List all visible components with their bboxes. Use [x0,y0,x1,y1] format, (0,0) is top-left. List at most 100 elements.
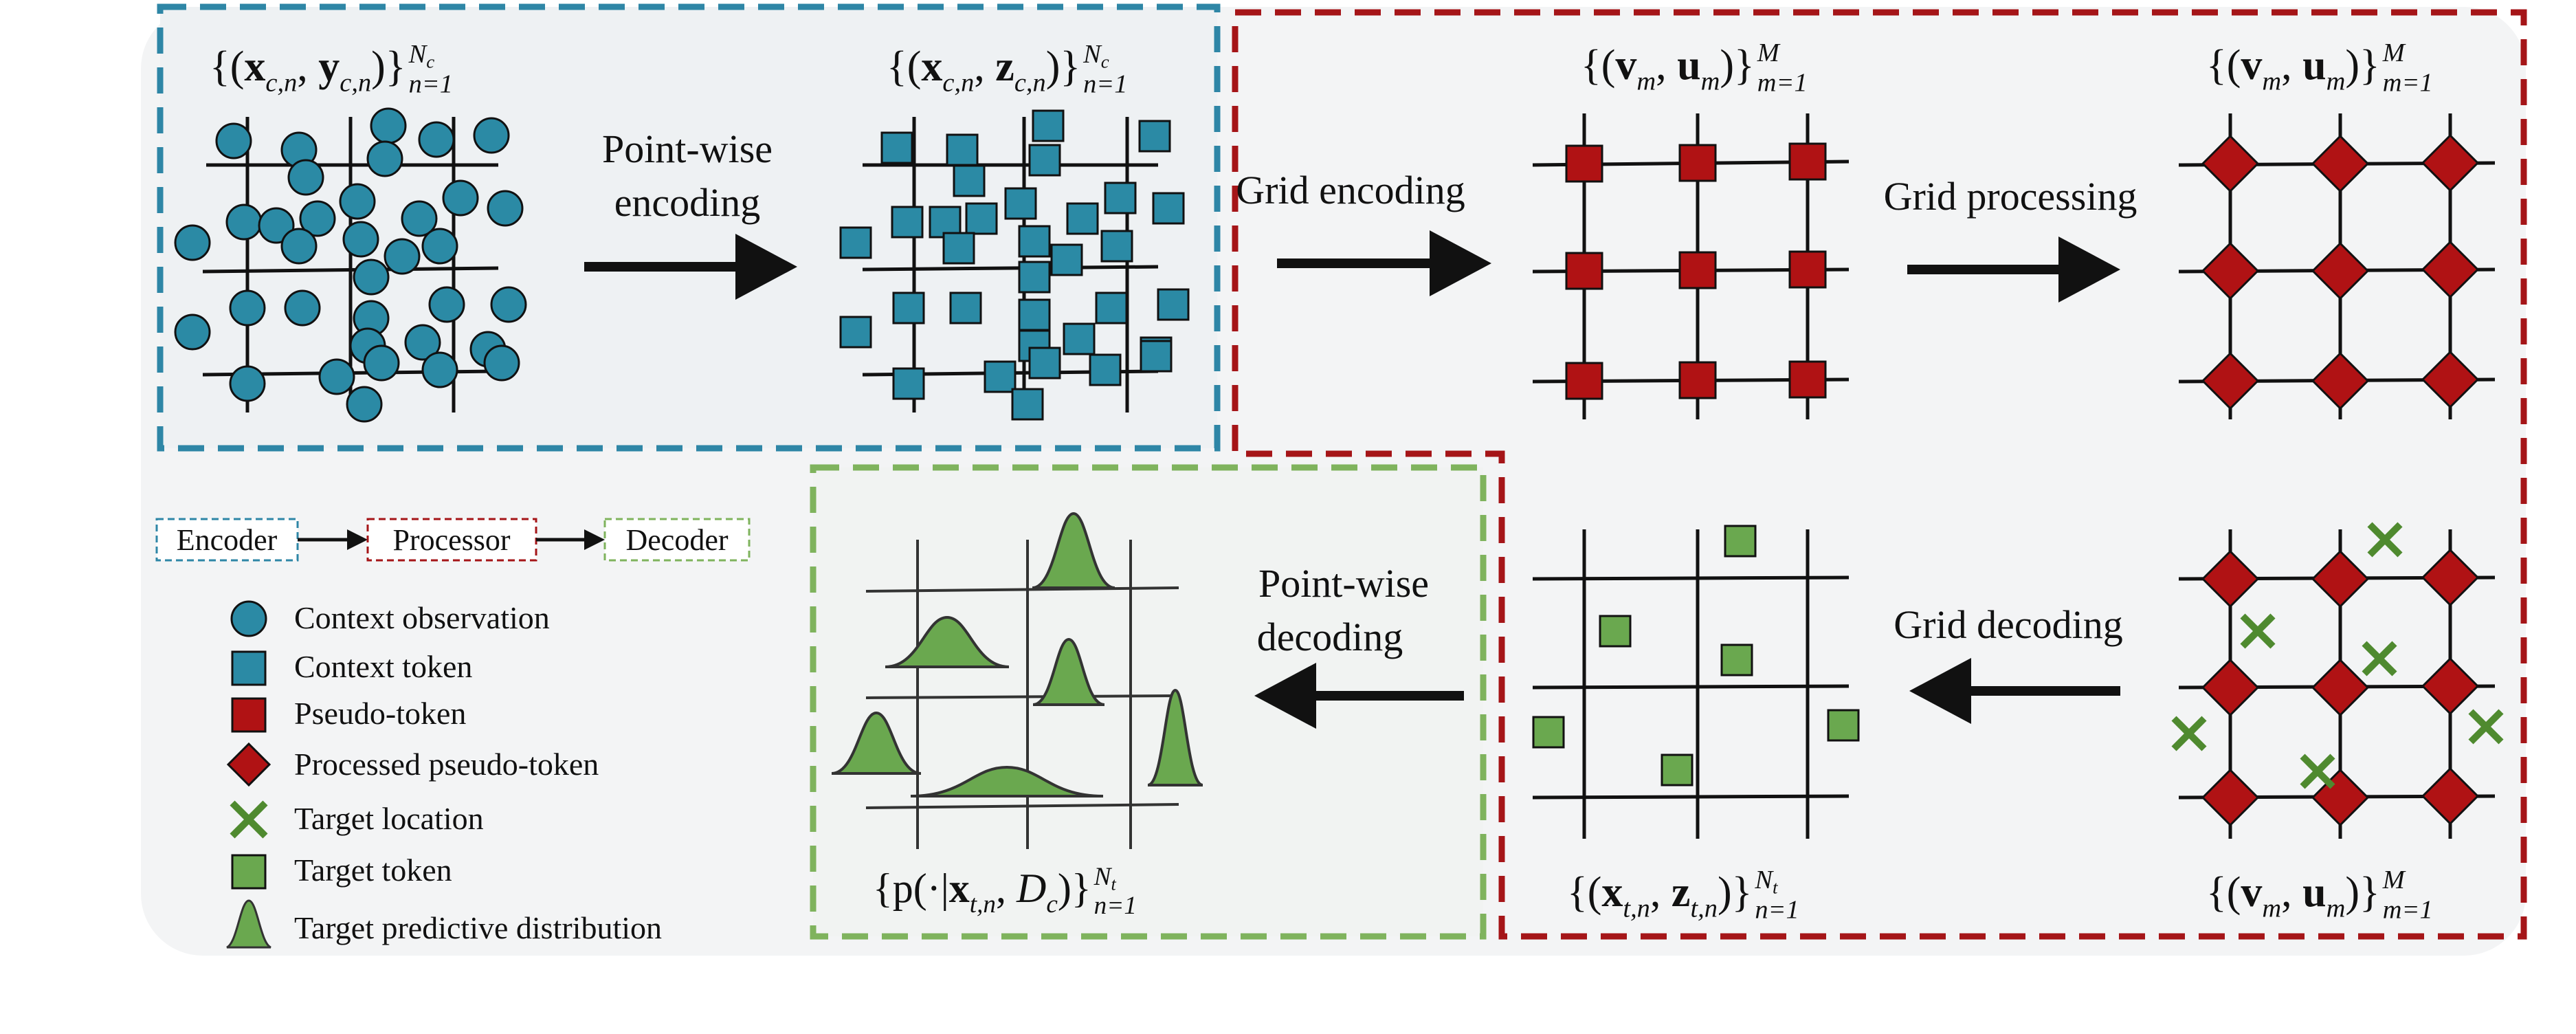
context-observation-point [404,324,441,361]
svg-text:M: M [2382,38,2406,67]
target-location-point [2468,709,2504,745]
red-square-icon [231,697,267,733]
context-token-point [1140,340,1173,373]
context-token-point [892,367,925,400]
decoder-box [810,464,1487,940]
context-token-point [942,232,975,265]
context-token-point [1004,187,1037,220]
svg-text:n=1: n=1 [409,69,453,98]
processed-pseudo-token-point [2201,134,2260,193]
context-observation-point [174,224,211,261]
context-observation-point [421,351,458,388]
processed-pseudo-token-points-bottom [2201,548,2480,827]
legend-label-5: Target token [294,852,452,888]
grid-processing-arrow [1907,236,2120,302]
context-token-points [839,109,1190,421]
context-token-point [1018,298,1051,331]
context-observation-point [342,221,379,258]
context-observation-point [318,358,355,395]
target-token-grid [1532,529,1850,839]
context-token-point [1152,192,1185,225]
pseudo-token-point [1788,250,1827,289]
svg-text:m=1: m=1 [2383,895,2433,924]
legend-label-0: Context observation [294,600,550,635]
pseudo-token-points [1565,142,1827,400]
context-token-point [1028,144,1061,177]
context-observation-point [384,238,421,275]
target-predictive-distributions [831,512,1203,798]
pseudo-token-point [1788,142,1827,181]
context-token-point [839,316,872,349]
flow-encoder-label: Encoder [177,523,278,557]
pseudo-token-point [1565,144,1603,183]
processed-pseudo-token-point [2311,241,2370,300]
processed-pseudo-token-point [2421,657,2480,716]
grid-decoding-label: Grid decoding [1894,602,2122,647]
target-token-set-label: {(xt,n, zt,n)}Ntn=1 [1567,866,1799,924]
target-location-point [2362,641,2397,676]
target-predictive-distribution [1032,512,1115,589]
context-token-point [946,133,979,166]
context-observation-point [346,386,383,423]
context-token-point [1028,346,1061,380]
diamond-icon [226,742,271,787]
pseudo-token-point [1678,144,1717,182]
legend-label-1: Context token [294,649,472,684]
context-observation-point [490,286,527,323]
context-observation-point [225,204,263,241]
processed-pseudo-token-point [2201,549,2260,608]
context-observation-points [174,107,527,423]
context-observation-point [284,289,321,327]
context-observation-point [418,121,455,158]
set-notation: {(xc,n, zc,n)} [887,43,1080,98]
target-token-point [1724,525,1757,558]
grid-encoding-label: Grid encoding [1236,168,1465,212]
context-token-point [1066,202,1099,235]
set-notation: {(vm, um)} [2206,869,2380,923]
context-token-point [1100,230,1133,263]
context-token-point [1063,322,1096,355]
context-token-point [880,131,913,164]
context-observation-point [442,179,479,217]
context-observation-point [401,200,438,237]
svg-text:n=1: n=1 [1094,892,1137,920]
context-observation-point [353,258,390,296]
processed-pseudo-token-set-label-bottom: {(vm, um)}Mm=1 [2206,866,2433,924]
cross-icon [230,800,268,839]
context-token-point [1018,225,1051,258]
target-predictive-distribution [1032,637,1105,706]
context-observation-point [370,107,407,144]
grid-encoding-arrow [1277,230,1491,296]
target-predictive-distribution [1147,688,1203,786]
processor-box [1232,9,2527,940]
context-token-point [1018,261,1051,294]
square-icon [231,650,267,686]
context-token-point [839,226,872,259]
set-notation: {(xc,n, yc,n)} [210,43,406,98]
svg-text:Nc: Nc [408,40,435,72]
context-observation-point [174,314,211,351]
context-token-point [892,292,925,324]
svg-text:M: M [1757,38,1781,67]
processed-pseudo-token-point [2201,241,2260,300]
target-location-point [2300,754,2335,789]
svg-text:m=1: m=1 [2383,68,2433,97]
context-token-point [949,292,982,324]
processed-pseudo-token-set-label-top: {(vm, um)}Mm=1 [2206,38,2433,97]
svg-text:m=1: m=1 [1757,68,1808,97]
context-observation-point [287,159,324,196]
context-token-point [891,206,924,239]
target-token-point [1827,709,1860,742]
svg-text:n=1: n=1 [1755,895,1799,924]
context-observation-point [366,140,403,177]
context-observation-point [363,344,400,382]
context-observation-set-label: {(xc,n, yc,n)}Ncn=1 [210,40,453,98]
context-token-point [1095,292,1128,324]
pointwise-decoding-label-2: decoding [1257,615,1403,659]
pseudo-token-point [1565,252,1603,290]
context-token-point [984,360,1017,393]
context-observation-point [473,117,510,154]
target-token-point [1532,716,1565,749]
predictive-distribution-set-label: {p(·|xt,n, Dc)}Ntn=1 [873,863,1137,920]
